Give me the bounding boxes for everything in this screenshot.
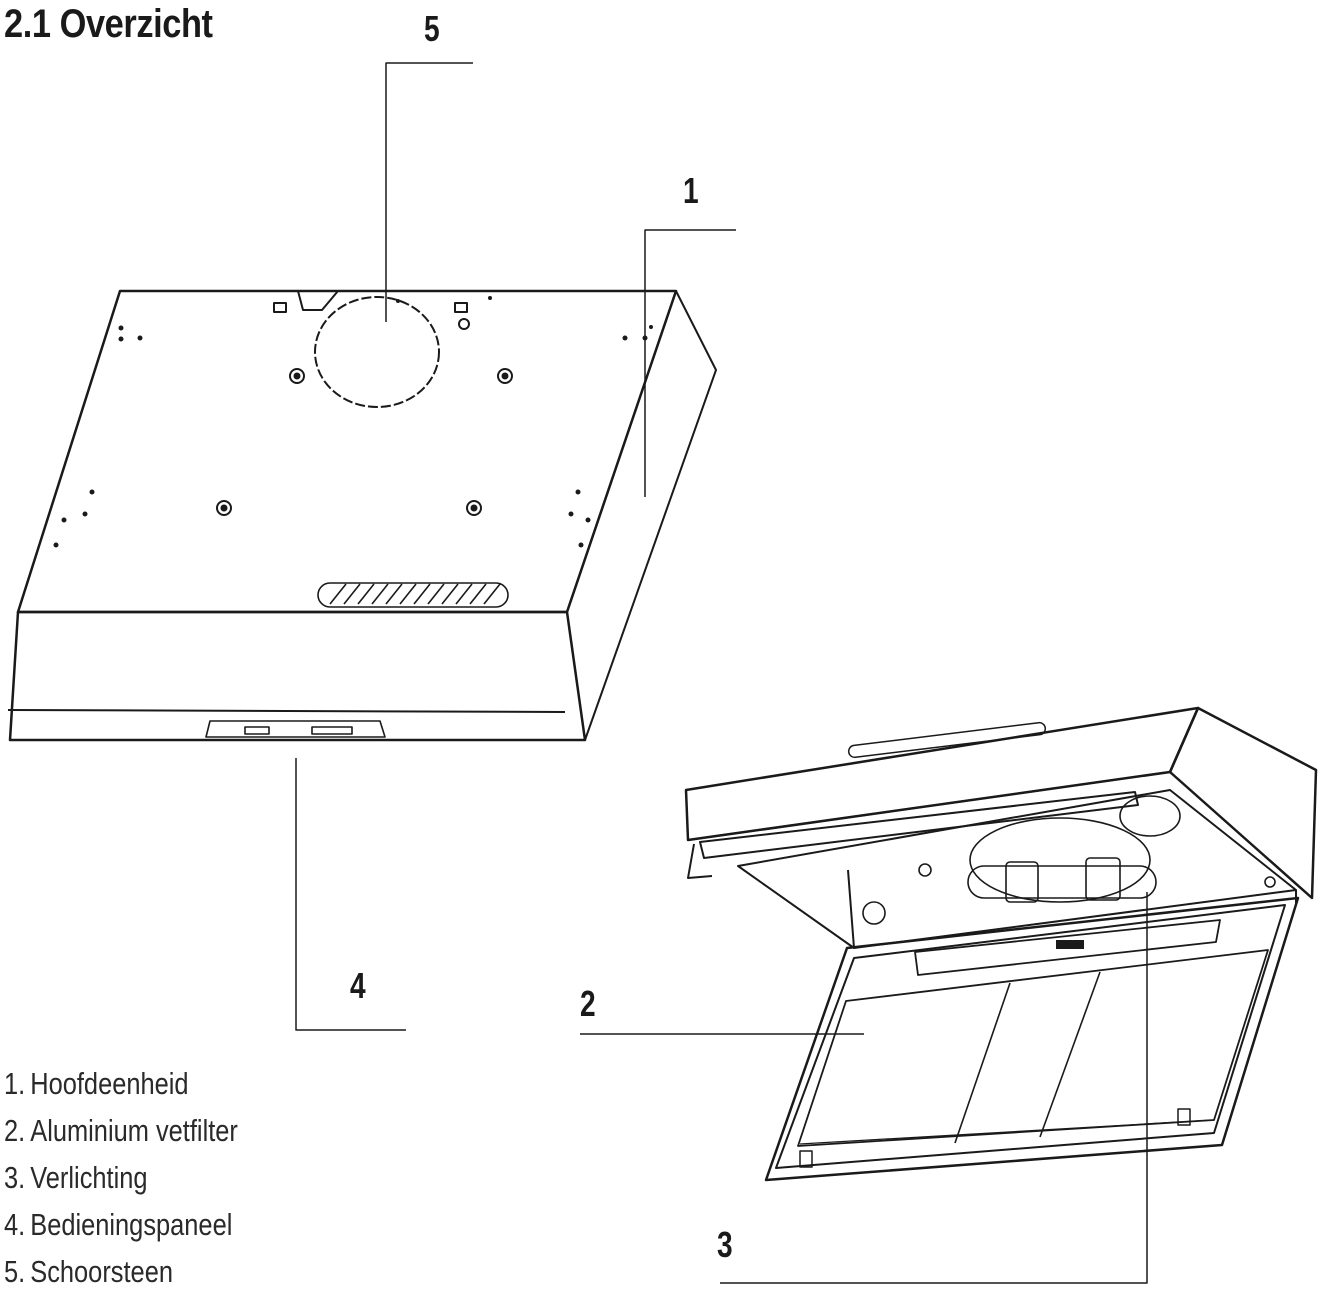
hood-top-view — [7, 289, 717, 742]
control-panel — [205, 720, 386, 738]
callout-5: 5 — [424, 8, 440, 49]
leader-lines — [295, 62, 1148, 1284]
legend-number: 3. — [4, 1160, 26, 1195]
legend-number: 4. — [4, 1207, 26, 1242]
chimney-opening — [314, 296, 440, 408]
legend-number: 2. — [4, 1113, 26, 1148]
callout-1: 1 — [683, 170, 699, 211]
leader-5 — [385, 62, 473, 322]
callout-4: 4 — [350, 965, 366, 1006]
legend-label: Verlichting — [30, 1160, 148, 1195]
leader-1 — [644, 229, 736, 497]
legend-number: 1. — [4, 1066, 26, 1101]
legend-label: Hoofdeenheid — [30, 1066, 189, 1101]
section-title: 2.1 Overzicht — [4, 2, 213, 46]
legend-item: 3.Verlichting — [4, 1158, 238, 1205]
legend-item: 2.Aluminium vetfilter — [4, 1111, 238, 1158]
legend-item: 5.Schoorsteen — [4, 1252, 238, 1299]
legend-label: Aluminium vetfilter — [30, 1113, 238, 1148]
legend-number: 5. — [4, 1254, 26, 1289]
legend-item: 1.Hoofdeenheid — [4, 1064, 238, 1111]
grease-filter — [797, 949, 1269, 1147]
parts-legend: 1.Hoofdeenheid 2.Aluminium vetfilter 3.V… — [4, 1064, 289, 1299]
vent-slots — [317, 582, 509, 608]
legend-label: Bedieningspaneel — [30, 1207, 233, 1242]
lamp — [967, 857, 1157, 903]
legend-item: 4.Bedieningspaneel — [4, 1205, 238, 1252]
leader-3 — [720, 892, 1148, 1284]
legend-label: Schoorsteen — [30, 1254, 173, 1289]
leader-4 — [295, 758, 406, 1031]
callout-2: 2 — [580, 983, 596, 1024]
hood-open-view — [684, 706, 1318, 1182]
callout-3: 3 — [717, 1224, 733, 1265]
